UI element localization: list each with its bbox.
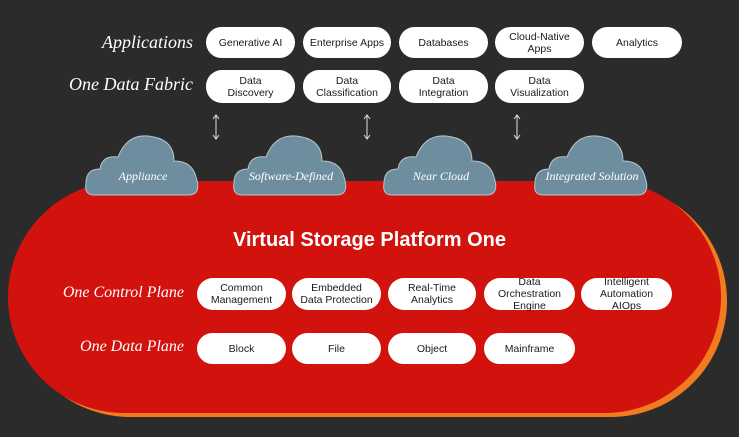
data-plane-row-label: One Data Plane <box>80 338 184 355</box>
data-plane-mainframe: Mainframe <box>484 333 575 364</box>
cloud-label-integrated-solution: Integrated Solution <box>545 169 639 183</box>
cloud-icon <box>85 135 199 196</box>
cloud-label-software-defined: Software-Defined <box>248 169 334 183</box>
app-databases: Databases <box>399 27 488 58</box>
app-generative-ai: Generative AI <box>206 27 295 58</box>
data-fabric-row-label: One Data Fabric <box>69 74 193 94</box>
double-arrow-icon <box>212 114 220 140</box>
data-plane-block: Block <box>197 333 286 364</box>
app-cloud-native-apps: Cloud-Native Apps <box>495 27 584 58</box>
double-arrow-icon <box>513 114 521 140</box>
data-plane-file: File <box>292 333 381 364</box>
app-enterprise-apps: Enterprise Apps <box>303 27 391 58</box>
platform-title: Virtual Storage Platform One <box>232 229 507 251</box>
double-arrow-icon <box>363 114 371 140</box>
cloud-icon <box>233 135 347 196</box>
data-plane-object: Object <box>388 333 476 364</box>
cloud-label-near-cloud: Near Cloud <box>412 169 470 183</box>
control-plane-row-label: One Control Plane <box>62 284 184 301</box>
cloud-label-appliance: Appliance <box>118 169 168 183</box>
app-analytics: Analytics <box>592 27 682 58</box>
applications-row-label: Applications <box>102 32 193 52</box>
cloud-icon <box>534 135 648 196</box>
cloud-icon <box>383 135 497 196</box>
